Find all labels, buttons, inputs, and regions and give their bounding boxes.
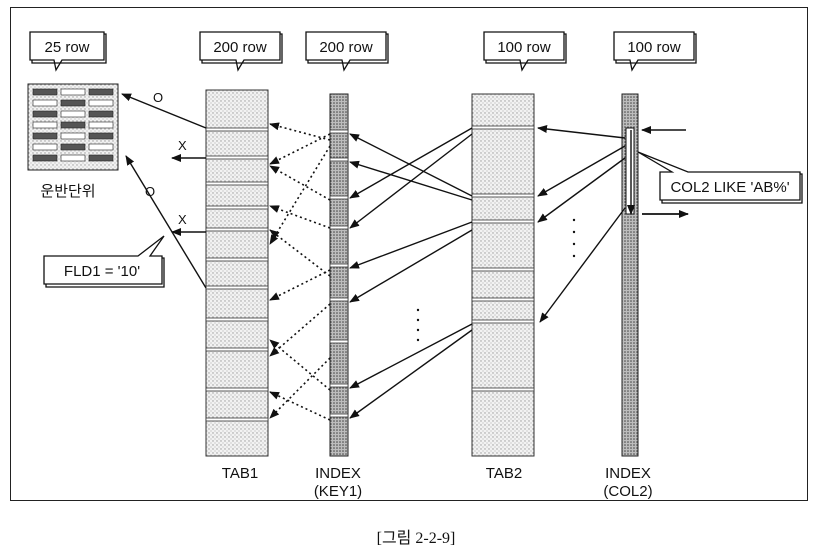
continuation-dots: [416, 218, 576, 342]
tab2-column: [471, 93, 535, 457]
callout-fld1-filter-text: FLD1 = '10': [64, 263, 140, 280]
index-col2-column: [621, 93, 639, 457]
tab1-row-divider: [205, 387, 269, 392]
tab2-label: TAB2: [486, 465, 522, 482]
tab2-row-divider: [471, 387, 535, 392]
figure-caption: [그림 2-2-9]: [377, 529, 456, 547]
callout-index-key1-rows-text: 200 row: [319, 39, 373, 56]
tab1-row-divider: [205, 347, 269, 352]
key1-entry-divider: [329, 263, 349, 268]
callout-index-col2-rows: 100 row: [613, 31, 697, 72]
unit-grid-cell: [60, 143, 86, 151]
tab2-row-divider: [471, 193, 535, 198]
mark-accepted-1: O: [153, 90, 163, 105]
index-col2-label-line2: (COL2): [603, 483, 652, 500]
tab1-row-divider: [205, 317, 269, 322]
unit-grid-cell: [60, 110, 86, 118]
tab1-column: [205, 89, 269, 457]
transport-unit-label: 운반단위: [40, 183, 95, 200]
key1-entry-divider: [329, 157, 349, 162]
callout-tab1-rows: 200 row: [199, 31, 283, 72]
unit-grid-cell: [60, 132, 86, 140]
callout-tab2-rows-text: 100 row: [497, 39, 551, 56]
index-key1-label-line2: (KEY1): [314, 483, 362, 500]
transport-unit-grid: [27, 83, 119, 171]
callout-unit-rows-text: 25 row: [44, 39, 89, 56]
unit-grid-cell: [60, 121, 86, 129]
tab2-to-key1-arrows: [349, 127, 473, 419]
tab2-row-divider: [471, 297, 535, 302]
unit-grid-cell: [32, 99, 58, 107]
unit-grid-cell: [88, 143, 114, 151]
key1-entry-divider: [329, 383, 349, 388]
callout-tab1-rows-text: 200 row: [213, 39, 267, 56]
key1-entry-divider: [329, 225, 349, 230]
callout-index-col2-rows-text: 100 row: [627, 39, 681, 56]
key1-entry-divider: [329, 129, 349, 134]
unit-grid-cell: [32, 110, 58, 118]
index-col2-label-line1: INDEX: [605, 465, 651, 482]
tab2-row-divider: [471, 125, 535, 130]
unit-grid-cell: [60, 99, 86, 107]
key1-entry-divider: [329, 339, 349, 344]
tab1-row-divider: [205, 127, 269, 132]
index-key1-label-line1: INDEX: [315, 465, 361, 482]
tab2-row-divider: [471, 267, 535, 272]
tab1-row-divider: [205, 227, 269, 232]
unit-grid-cell: [32, 154, 58, 162]
col2-to-tab2-arrows: [537, 125, 626, 323]
index-key1-column: [329, 93, 349, 457]
key1-to-tab1-dotted-arrows: [269, 122, 331, 421]
col2-scan-range: [625, 127, 635, 215]
unit-grid-cell: [88, 121, 114, 129]
mark-accepted-2: O: [145, 184, 155, 199]
tab1-row-divider: [205, 181, 269, 186]
callout-unit-rows: 25 row: [29, 31, 107, 72]
unit-grid-cell: [32, 121, 58, 129]
unit-grid-cell: [32, 88, 58, 96]
callout-fld1-filter: FLD1 = '10': [43, 235, 165, 288]
mark-rejected-1: X: [178, 138, 187, 153]
unit-grid-cell: [88, 99, 114, 107]
mark-rejected-2: X: [178, 212, 187, 227]
tab1-to-unit-arrows: [121, 93, 207, 289]
unit-grid-cell: [88, 88, 114, 96]
unit-grid-cell: [88, 132, 114, 140]
unit-grid-cell: [88, 110, 114, 118]
key1-entry-divider: [329, 195, 349, 200]
unit-grid-cell: [60, 154, 86, 162]
unit-grid-cell: [32, 132, 58, 140]
tab1-row-divider: [205, 257, 269, 262]
tab1-row-divider: [205, 285, 269, 290]
unit-grid-cell: [88, 154, 114, 162]
callout-col2-filter-text: COL2 LIKE 'AB%': [670, 179, 789, 196]
tab1-label: TAB1: [222, 465, 258, 482]
tab2-row-divider: [471, 319, 535, 324]
figure-frame: [10, 7, 808, 501]
tab1-row-divider: [205, 205, 269, 210]
tab1-row-divider: [205, 417, 269, 422]
key1-entry-divider: [329, 413, 349, 418]
unit-grid-cell: [32, 143, 58, 151]
callout-tab2-rows: 100 row: [483, 31, 567, 72]
tab1-row-divider: [205, 155, 269, 160]
callout-index-key1-rows: 200 row: [305, 31, 389, 72]
callout-col2-filter: COL2 LIKE 'AB%': [637, 151, 803, 204]
key1-entry-divider: [329, 297, 349, 302]
tab2-row-divider: [471, 219, 535, 224]
unit-grid-cell: [60, 88, 86, 96]
